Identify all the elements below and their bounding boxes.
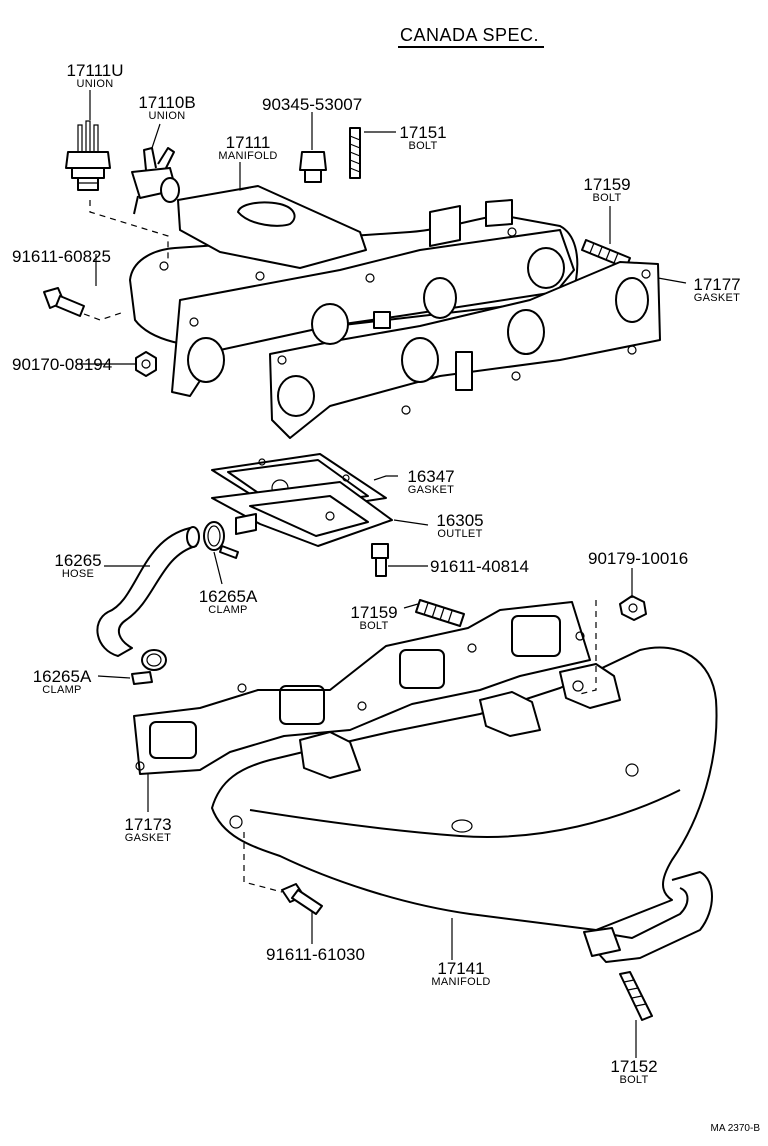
label-17159-bolt-lower: 17159 BOLT bbox=[346, 604, 402, 632]
part-name: BOLT bbox=[592, 192, 622, 204]
label-17151-bolt: 17151 BOLT bbox=[396, 124, 450, 152]
diagram-title: CANADA SPEC. bbox=[400, 25, 540, 45]
part-number: 16305 bbox=[436, 511, 484, 530]
label-90345-53007: 90345-53007 bbox=[262, 95, 363, 114]
part-name: BOLT bbox=[359, 620, 389, 632]
hose-16265-drawing bbox=[96, 526, 200, 657]
bolt-91611-61030-drawing bbox=[281, 883, 323, 915]
title-underline bbox=[398, 46, 544, 48]
part-name: GASKET bbox=[407, 484, 455, 496]
stud-17151-drawing bbox=[349, 127, 361, 179]
part-name: BOLT bbox=[619, 1074, 649, 1086]
label-17110b: 17110B UNION bbox=[132, 94, 202, 122]
part-name: UNION bbox=[148, 110, 186, 122]
label-17159-bolt-upper: 17159 BOLT bbox=[580, 176, 634, 204]
part-number: 16265 bbox=[54, 551, 102, 570]
part-name: GASKET bbox=[693, 292, 741, 304]
label-16265a-clamp-upper: 16265A CLAMP bbox=[194, 588, 262, 616]
stud-17152-drawing bbox=[619, 971, 653, 1021]
part-number: 17111 bbox=[225, 133, 271, 152]
leader-lines bbox=[80, 90, 687, 1058]
union-17110b-drawing bbox=[131, 147, 180, 215]
part-number: 17110B bbox=[138, 93, 196, 112]
label-17177-gasket: 17177 GASKET bbox=[686, 276, 748, 304]
part-name: HOSE bbox=[61, 568, 95, 580]
label-16347-gasket: 16347 GASKET bbox=[398, 468, 464, 496]
part-name: MANIFOLD bbox=[218, 150, 278, 162]
drawing-reference: MA 2370-B bbox=[710, 1123, 760, 1134]
part-number: 16265A bbox=[198, 587, 258, 606]
nut-90179-drawing bbox=[619, 595, 647, 621]
label-16265-hose: 16265 HOSE bbox=[50, 552, 106, 580]
intake-manifold-drawing bbox=[129, 185, 661, 439]
part-number: 16347 bbox=[407, 467, 455, 486]
label-90179-10016: 90179-10016 bbox=[588, 549, 689, 568]
plug-90345-drawing bbox=[299, 151, 327, 183]
label-91611-40814: 91611-40814 bbox=[430, 557, 529, 576]
part-number: 17151 bbox=[399, 123, 447, 142]
label-91611-60825: 91611-60825 bbox=[12, 247, 111, 266]
part-number: 17141 bbox=[437, 959, 485, 978]
part-number: 17111U bbox=[66, 61, 124, 80]
bolt-91611-60825-drawing bbox=[43, 287, 85, 317]
exhaust-manifold-drawing bbox=[211, 646, 718, 963]
label-17111u: 17111U UNION bbox=[60, 62, 130, 90]
nut-90170-drawing bbox=[135, 351, 157, 377]
part-number: 17177 bbox=[693, 275, 741, 294]
clamp-upper-drawing bbox=[203, 521, 239, 559]
gasket-17173-drawing bbox=[133, 601, 591, 775]
part-number: 17159 bbox=[583, 175, 631, 194]
label-16305-outlet: 16305 OUTLET bbox=[428, 512, 492, 540]
part-name: CLAMP bbox=[42, 684, 82, 696]
stud-17159-lower-drawing bbox=[415, 599, 465, 627]
part-name: OUTLET bbox=[437, 528, 483, 540]
part-number: 16265A bbox=[32, 667, 92, 686]
label-16265a-clamp-lower: 16265A CLAMP bbox=[24, 668, 100, 696]
part-name: BOLT bbox=[408, 140, 438, 152]
bolt-91611-40814-drawing bbox=[371, 543, 389, 577]
part-number: 17152 bbox=[610, 1057, 658, 1076]
label-17152-bolt: 17152 BOLT bbox=[606, 1058, 662, 1086]
label-17173-gasket: 17173 GASKET bbox=[116, 816, 180, 844]
outlet-16305-drawing bbox=[211, 481, 393, 547]
clamp-lower-drawing bbox=[131, 649, 167, 685]
label-17111-manifold: 17111 MANIFOLD bbox=[206, 134, 290, 162]
part-number: 17159 bbox=[350, 603, 398, 622]
label-91611-61030: 91611-61030 bbox=[266, 945, 365, 964]
union-17111u-drawing bbox=[65, 120, 111, 191]
part-name: MANIFOLD bbox=[431, 976, 491, 988]
part-name: GASKET bbox=[124, 832, 172, 844]
part-name: CLAMP bbox=[208, 604, 248, 616]
label-17141-manifold: 17141 MANIFOLD bbox=[418, 960, 504, 988]
part-number: 17173 bbox=[124, 815, 172, 834]
part-name: UNION bbox=[76, 78, 114, 90]
label-90170-08194: 90170-08194 bbox=[12, 355, 113, 374]
